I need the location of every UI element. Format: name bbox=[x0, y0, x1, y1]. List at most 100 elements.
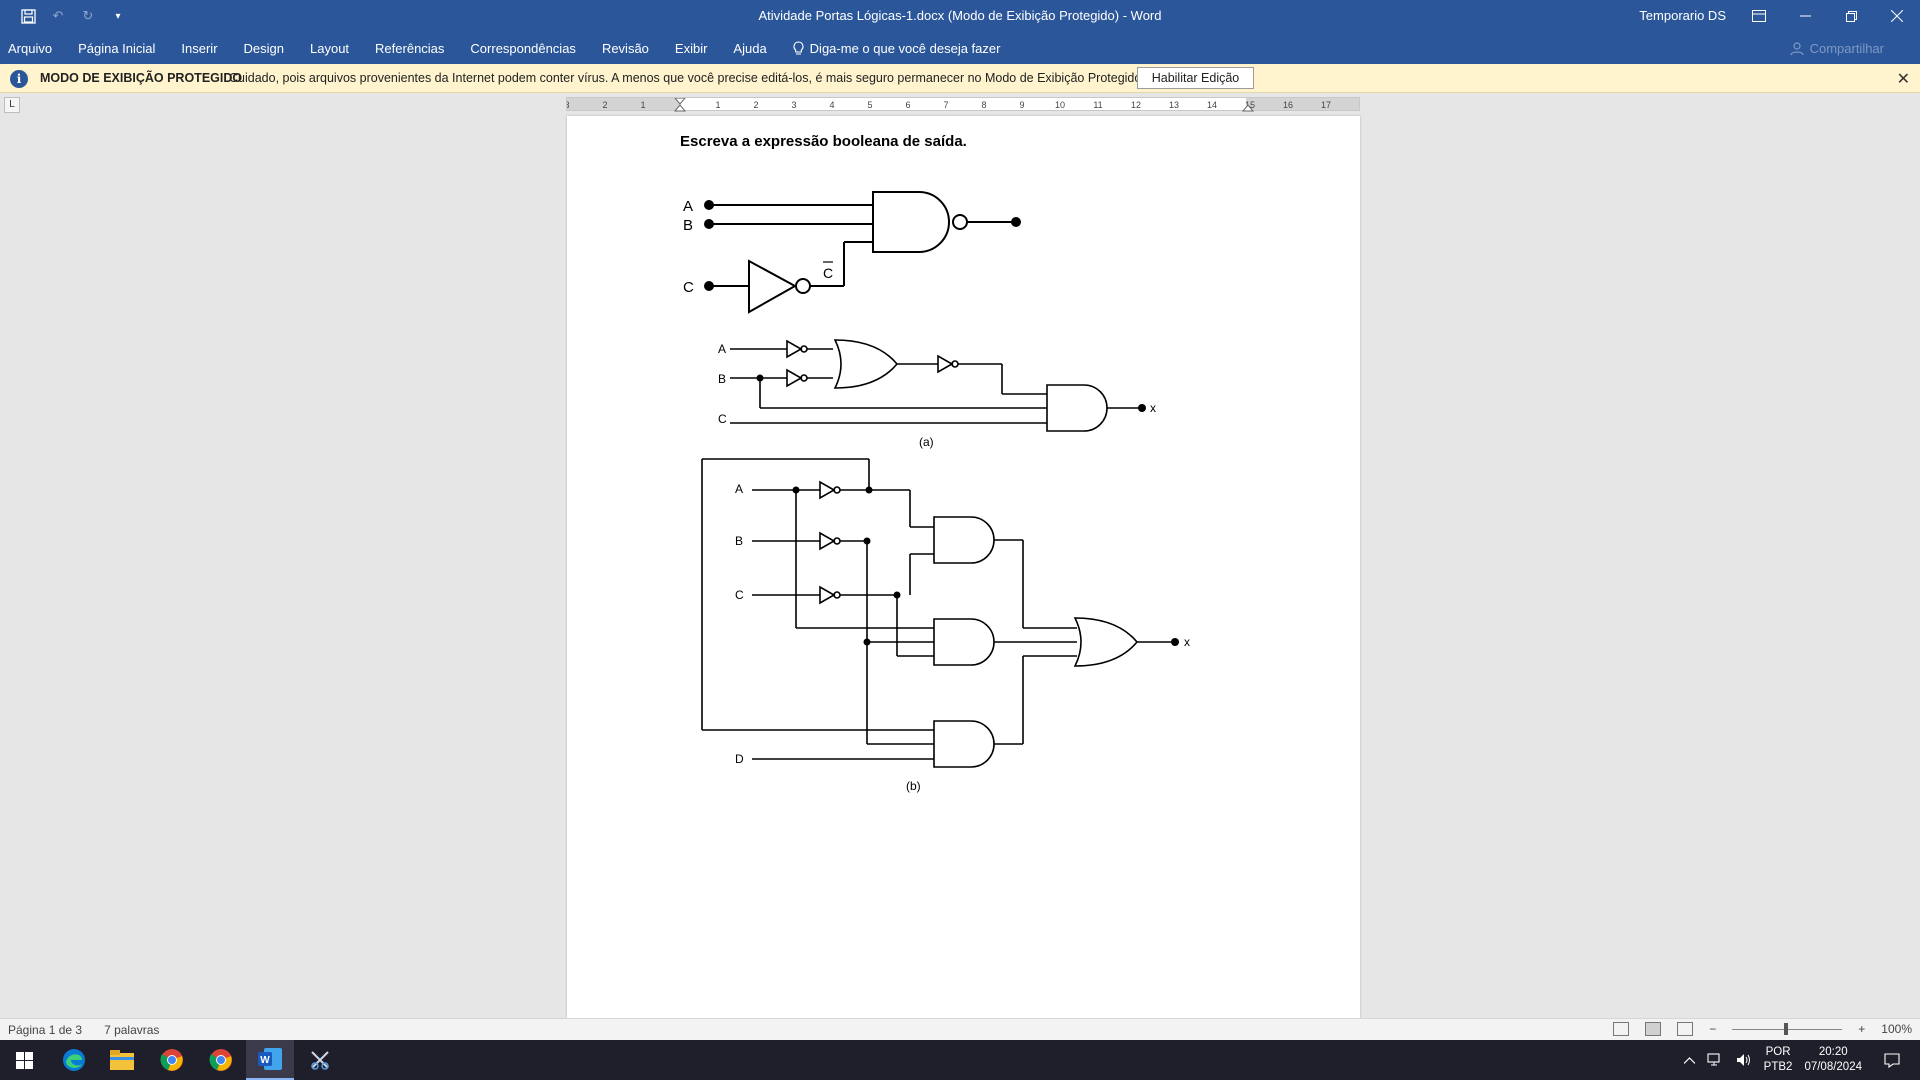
ruler-label: 10 bbox=[1055, 100, 1065, 110]
enable-editing-button[interactable]: Habilitar Edição bbox=[1137, 67, 1254, 89]
title-bar: ↶ ↻ ▾ Atividade Portas Lógicas-1.docx (M… bbox=[0, 0, 1920, 32]
tell-me-label: Diga-me o que você deseja fazer bbox=[809, 41, 1001, 56]
zoom-out-icon[interactable]: − bbox=[1709, 1022, 1717, 1036]
person-icon bbox=[1789, 41, 1804, 55]
and-gate-1 bbox=[933, 516, 995, 564]
document-page[interactable]: Escreva a expressão booleana de saída. A… bbox=[567, 116, 1360, 1018]
ribbon-display-icon[interactable] bbox=[1736, 0, 1782, 32]
redo-icon[interactable]: ↻ bbox=[82, 8, 94, 23]
horizontal-ruler[interactable]: 3 2 1 1 2 3 4 5 6 7 8 9 10 11 12 13 14 1… bbox=[566, 97, 1360, 112]
ruler-label: 14 bbox=[1207, 100, 1217, 110]
tab-correspondencias[interactable]: Correspondências bbox=[470, 41, 576, 56]
clock[interactable]: 20:20 07/08/2024 bbox=[1804, 1045, 1862, 1075]
read-mode-icon[interactable] bbox=[1613, 1022, 1630, 1036]
minimize-icon[interactable] bbox=[1782, 0, 1828, 32]
output-label-x: x bbox=[1150, 401, 1156, 415]
file-explorer-icon[interactable] bbox=[98, 1040, 146, 1080]
tab-layout[interactable]: Layout bbox=[310, 41, 350, 56]
protected-view-bar: i MODO DE EXIBIÇÃO PROTEGIDO Cuidado, po… bbox=[0, 64, 1920, 93]
ruler-label: 2 bbox=[753, 100, 758, 110]
svg-text:W: W bbox=[260, 1055, 270, 1066]
zoom-in-icon[interactable]: + bbox=[1858, 1022, 1866, 1036]
close-bar-icon[interactable]: ✕ bbox=[1896, 71, 1910, 88]
document-heading: Escreva a expressão booleana de saída. bbox=[680, 133, 967, 150]
and-gate-2 bbox=[933, 618, 995, 666]
word-icon[interactable]: W bbox=[246, 1040, 294, 1080]
status-bar: Página 1 de 3 7 palavras − + 100% bbox=[0, 1018, 1920, 1040]
ruler-label: 5 bbox=[867, 100, 872, 110]
tab-exibir[interactable]: Exibir bbox=[674, 41, 708, 56]
show-hidden-icons-icon[interactable] bbox=[1683, 1056, 1695, 1064]
quick-access-toolbar: ↶ ↻ ▾ bbox=[18, 6, 128, 26]
restore-icon[interactable] bbox=[1828, 0, 1874, 32]
notifications-icon[interactable] bbox=[1884, 1052, 1900, 1068]
caption-a: (a) bbox=[919, 435, 934, 449]
ruler-label: 1 bbox=[715, 100, 720, 110]
input-label-a: A bbox=[735, 482, 743, 496]
share-button[interactable]: Compartilhar bbox=[1789, 41, 1884, 56]
tab-ajuda[interactable]: Ajuda bbox=[733, 41, 767, 56]
close-icon[interactable] bbox=[1874, 0, 1920, 32]
circuit-b: A B C D bbox=[701, 458, 1190, 793]
network-icon[interactable] bbox=[1707, 1053, 1724, 1067]
tab-stop-selector[interactable]: L bbox=[4, 97, 20, 113]
print-layout-icon[interactable] bbox=[1645, 1022, 1662, 1036]
save-icon[interactable] bbox=[18, 6, 38, 26]
web-layout-icon[interactable] bbox=[1677, 1022, 1694, 1036]
ruler-label: 3 bbox=[791, 100, 796, 110]
clock-date: 07/08/2024 bbox=[1804, 1061, 1862, 1073]
tab-inserir[interactable]: Inserir bbox=[181, 41, 218, 56]
logic-circuits: A B C C bbox=[683, 191, 1190, 793]
zoom-slider-thumb[interactable] bbox=[1784, 1022, 1789, 1035]
snipping-tool-icon[interactable] bbox=[296, 1040, 344, 1080]
clock-time: 20:20 bbox=[1818, 1046, 1848, 1058]
word-count[interactable]: 7 palavras bbox=[104, 1023, 160, 1037]
ruler-label: 17 bbox=[1321, 100, 1331, 110]
ruler-left-margin bbox=[567, 98, 680, 110]
customize-qat-icon[interactable]: ▾ bbox=[115, 10, 121, 22]
ruler-label: 11 bbox=[1093, 100, 1102, 110]
or-gate-output bbox=[1073, 617, 1139, 667]
caption-b: (b) bbox=[906, 779, 921, 793]
lightbulb-icon bbox=[793, 41, 804, 55]
nand-bubble bbox=[952, 214, 968, 230]
chrome-icon[interactable] bbox=[148, 1040, 196, 1080]
ruler-label: 3 bbox=[567, 100, 570, 110]
chrome-icon-2[interactable] bbox=[197, 1040, 245, 1080]
nand-gate bbox=[872, 191, 950, 253]
user-name[interactable]: Temporario DS bbox=[1639, 8, 1726, 23]
edge-icon[interactable] bbox=[50, 1040, 98, 1080]
tab-design[interactable]: Design bbox=[243, 41, 284, 56]
input-label-b: B bbox=[718, 372, 726, 386]
document-title: Atividade Portas Lógicas-1.docx (Modo de… bbox=[758, 8, 1162, 23]
page-count[interactable]: Página 1 de 3 bbox=[8, 1023, 83, 1037]
zoom-slider[interactable] bbox=[1732, 1022, 1843, 1035]
undo-icon[interactable]: ↶ bbox=[52, 8, 64, 23]
tab-revisao[interactable]: Revisão bbox=[601, 41, 649, 56]
info-icon: i bbox=[10, 70, 28, 88]
ruler-label: 1 bbox=[640, 100, 645, 110]
language-code: POR bbox=[1765, 1046, 1791, 1058]
input-label-c: C bbox=[718, 412, 727, 426]
volume-icon[interactable] bbox=[1736, 1053, 1752, 1067]
ruler-label: 4 bbox=[829, 100, 834, 110]
ruler-label: 9 bbox=[1019, 100, 1024, 110]
input-language[interactable]: POR PTB2 bbox=[1764, 1045, 1793, 1075]
inverted-c-label: C bbox=[823, 265, 833, 281]
tab-referencias[interactable]: Referências bbox=[375, 41, 445, 56]
or-gate bbox=[833, 339, 899, 389]
ribbon-tabs: Arquivo Página Inicial Inserir Design La… bbox=[8, 41, 1026, 56]
windows-start-icon[interactable] bbox=[0, 1040, 48, 1080]
zoom-level[interactable]: 100% bbox=[1881, 1022, 1912, 1036]
tab-arquivo[interactable]: Arquivo bbox=[8, 41, 53, 56]
protected-view-message: Cuidado, pois arquivos provenientes da I… bbox=[229, 71, 1145, 85]
share-label: Compartilhar bbox=[1809, 41, 1884, 56]
tab-pagina-inicial[interactable]: Página Inicial bbox=[78, 41, 156, 56]
ribbon: Arquivo Página Inicial Inserir Design La… bbox=[0, 32, 1920, 64]
and-gate-3 bbox=[933, 720, 995, 768]
ruler-label: 8 bbox=[981, 100, 986, 110]
and-gate bbox=[1046, 384, 1108, 432]
ruler-label: 15 bbox=[1245, 100, 1255, 110]
ruler-row: L 3 2 1 1 2 3 4 5 6 7 8 9 10 11 12 13 1 bbox=[0, 93, 1920, 116]
tell-me-search[interactable]: Diga-me o que você deseja fazer bbox=[793, 41, 1001, 56]
